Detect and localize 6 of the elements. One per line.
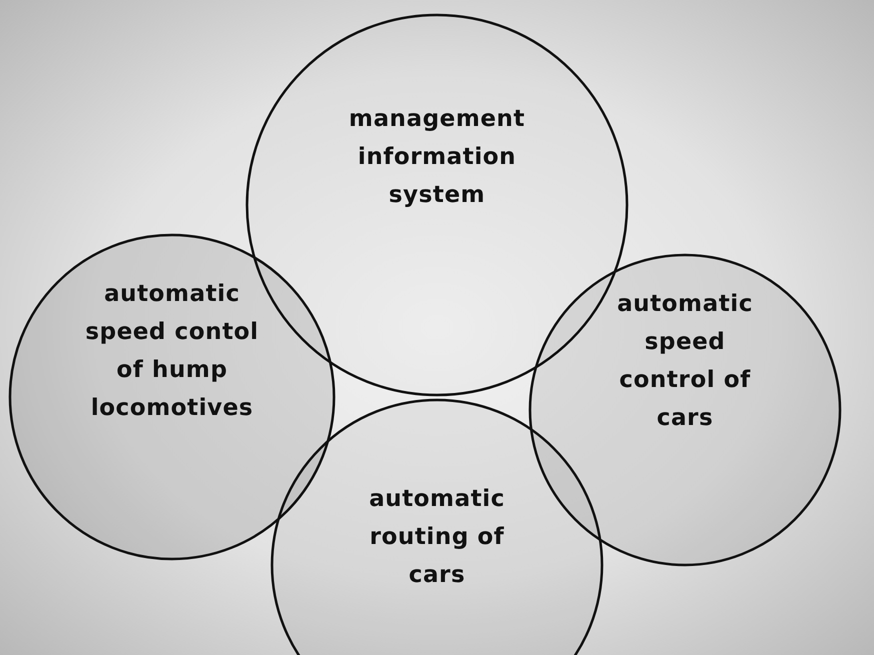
circle-label: management information system <box>348 105 526 210</box>
venn-circle <box>528 254 842 566</box>
circle-label: automatic speed contol of hump locomotives <box>84 280 260 423</box>
circle-label: automatic routing of cars <box>368 485 506 590</box>
venn-circle <box>8 234 336 560</box>
circle-label: automatic speed control of cars <box>616 290 754 433</box>
